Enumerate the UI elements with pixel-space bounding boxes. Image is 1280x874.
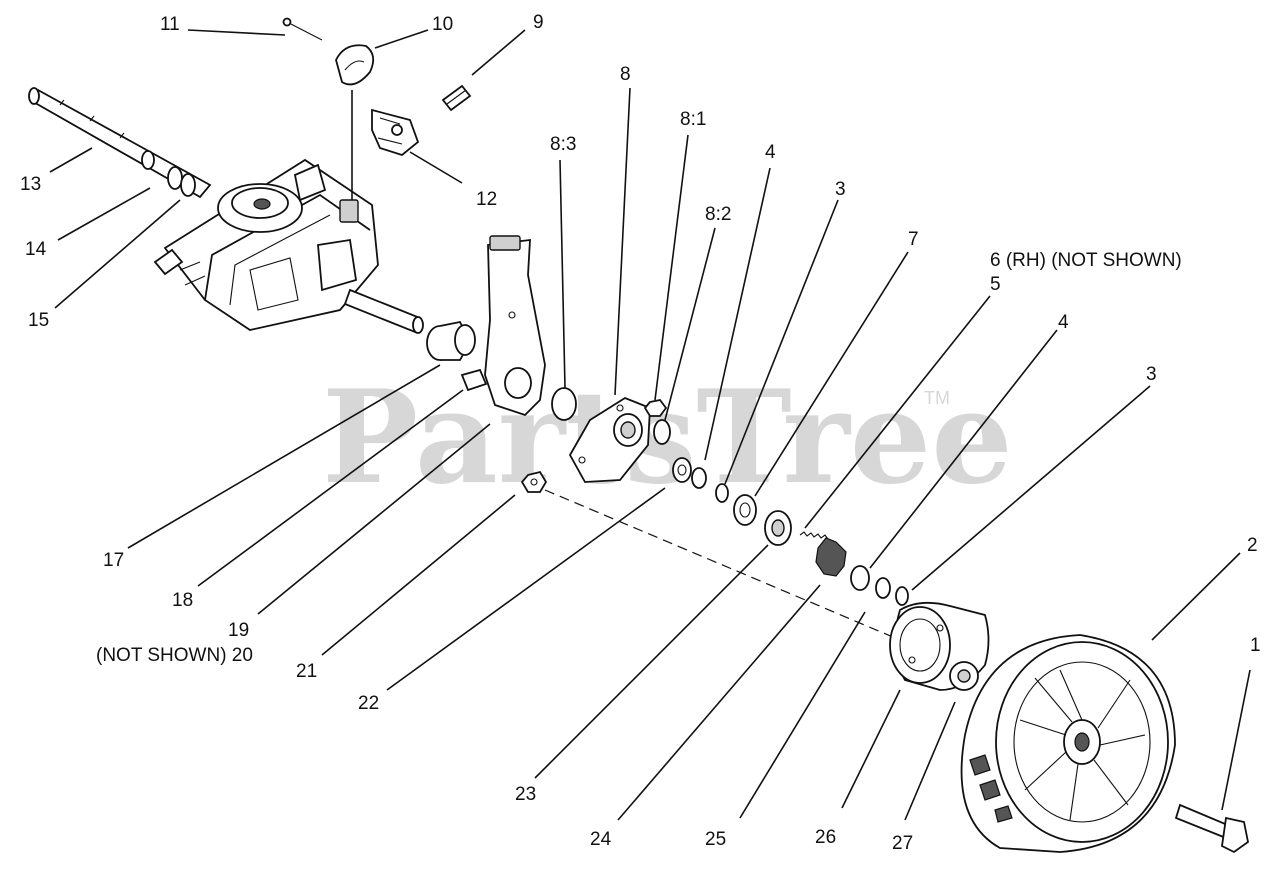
callout-19: 19 — [228, 620, 249, 641]
callout-2: 2 — [1247, 535, 1258, 556]
callout-6: 6 (RH) (NOT SHOWN) — [990, 250, 1182, 271]
callout-24: 24 — [590, 829, 612, 850]
wheel — [960, 634, 1176, 853]
shaft-collar — [141, 150, 196, 197]
callout-17: 17 — [103, 550, 124, 571]
callout-3-right: 3 — [1146, 364, 1157, 385]
pivot-adapter — [568, 396, 651, 483]
callout-13: 13 — [20, 174, 41, 195]
wheel-bolt — [1174, 803, 1249, 854]
callout-18: 18 — [172, 590, 193, 611]
screw — [441, 84, 472, 112]
callout-25: 25 — [705, 829, 726, 850]
callout-27: 27 — [892, 833, 913, 854]
wheel-height-plate — [484, 235, 546, 417]
drive-gear — [764, 510, 792, 546]
callout-10: 10 — [432, 14, 453, 35]
callout-23: 23 — [515, 784, 536, 805]
callout-22: 22 — [358, 693, 379, 714]
callout-labels: 11 10 9 8 8:1 8:3 4 3 8:2 7 6 (RH) (NOT … — [20, 12, 1261, 854]
retaining-ring — [715, 483, 729, 503]
cable-clip — [335, 44, 375, 86]
callout-5: 5 — [990, 274, 1001, 295]
bushing — [426, 320, 476, 361]
watermark-tm: TM — [924, 388, 950, 408]
callout-8-1: 8:1 — [680, 109, 706, 130]
output-axle — [343, 288, 424, 334]
callout-8-3: 8:3 — [550, 134, 576, 155]
washer-4b — [850, 565, 870, 591]
transmission-housing — [153, 158, 379, 331]
adapter-bushing — [653, 419, 671, 445]
hex-nut — [520, 470, 548, 493]
spacer-3b — [875, 577, 909, 606]
pawl-spring — [799, 531, 829, 540]
spacer-3 — [691, 467, 707, 489]
leader-lines — [49, 29, 1251, 821]
callout-8: 8 — [620, 64, 631, 85]
hub-cover — [889, 601, 990, 691]
callout-7: 7 — [908, 229, 919, 250]
callout-4-right: 4 — [1058, 312, 1069, 333]
callout-21: 21 — [296, 661, 317, 682]
callout-14: 14 — [25, 239, 47, 260]
callout-20: (NOT SHOWN) 20 — [96, 645, 253, 666]
drive-shaft — [28, 87, 212, 199]
callout-1: 1 — [1250, 635, 1261, 656]
callout-8-2: 8:2 — [705, 204, 731, 225]
shoulder-bolt — [460, 368, 488, 392]
adapter-nut — [643, 399, 668, 417]
callout-3-top: 3 — [835, 179, 846, 200]
shift-bracket — [371, 108, 420, 157]
adapter-spacer — [551, 387, 577, 421]
callout-9: 9 — [533, 12, 544, 33]
washer-7 — [733, 494, 757, 526]
washer-4 — [672, 457, 692, 483]
callout-15: 15 — [28, 310, 49, 331]
pinion-gear — [815, 537, 847, 577]
callout-4-top: 4 — [765, 142, 776, 163]
callout-26: 26 — [815, 827, 836, 848]
axle-centerline — [544, 489, 901, 641]
callout-12: 12 — [476, 189, 497, 210]
callout-11: 11 — [160, 14, 180, 35]
clevis-pin — [282, 17, 323, 41]
